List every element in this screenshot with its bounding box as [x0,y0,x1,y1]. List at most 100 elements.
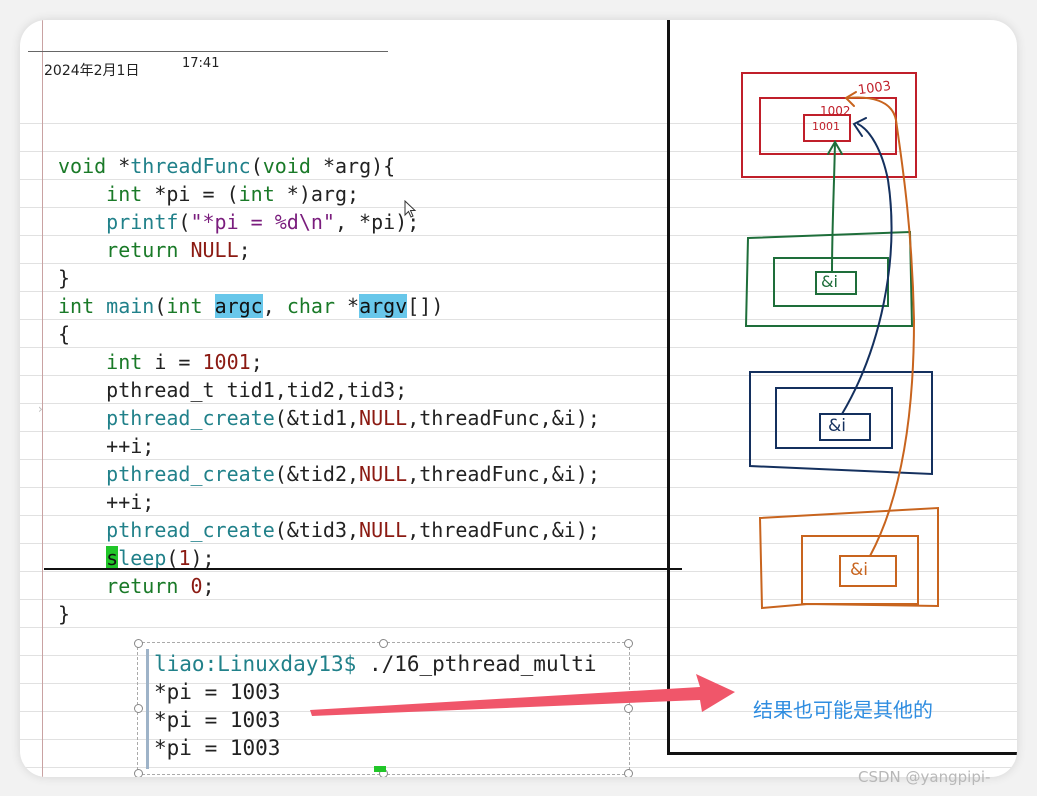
code-token: (&tid3, [274,518,360,542]
code-token: int [106,350,143,374]
code-line: pthread_create(&tid2,NULL,threadFunc,&i)… [58,460,600,488]
code-line: } [58,264,600,292]
notebook-page: 2024年2月1日 17:41 void *threadFunc(void *a… [20,20,1017,777]
ruled-line [20,543,1017,544]
sketch-thread3-box [758,91,939,610]
ruled-line [20,655,1017,656]
code-line: return NULL; [58,236,600,264]
code-token: ; [238,238,251,262]
page-date: 2024年2月1日 [44,63,140,79]
sketch-thread1-box [744,140,914,327]
code-line: int *pi = (int *)arg; [58,180,600,208]
page-time: 17:41 [182,56,220,71]
code-token: ; [250,350,263,374]
resize-handle-top[interactable] [379,639,388,648]
sketch-label-thread2: &i [828,416,846,436]
ruled-line [20,515,1017,516]
watermark: CSDN @yangpipi- [858,768,991,786]
code-token: int [166,294,203,318]
sketch-label-thread1: &i [821,272,838,291]
code-token: ; [202,574,215,598]
code-line: return 0; [58,572,600,600]
ruled-line [20,263,1017,264]
code-token: ,threadFunc,&i); [407,518,600,542]
code-line: void *threadFunc(void *arg){ [58,152,600,180]
sketch-label-1002: 1002 [820,104,851,118]
ruled-line [20,151,1017,152]
code-token: *pi = ( [142,182,239,206]
code-token: (&tid1, [274,406,360,430]
code-token: 0 [190,574,203,598]
code-token: threadFunc [130,154,251,178]
ruled-line [20,291,1017,292]
ruled-line [20,431,1017,432]
code-token: ( [154,294,167,318]
code-line: int main(int argc, char *argv[]) [58,292,600,320]
code-line: { [58,320,600,348]
code-token: { [58,322,71,346]
code-line: printf("*pi = %d\n", *pi); [58,208,600,236]
sketch-label-thread3: &i [850,560,868,580]
resize-handle-right[interactable] [624,704,633,713]
code-token: int [106,182,143,206]
ruled-line [20,599,1017,600]
memory-sketch [741,72,939,610]
code-token: (&tid2, [274,462,360,486]
terminal-prompt: liao:Linuxday13$ [154,652,357,676]
code-token: ( [166,546,179,570]
code-token: * [335,294,360,318]
code-line: ++i; [58,432,600,460]
code-token: pthread_create [106,518,275,542]
code-token: NULL [359,518,408,542]
side-collapse-icon[interactable]: › [38,402,43,416]
ink-divider-vertical [667,20,670,755]
ruled-line [20,459,1017,460]
resize-handle-top-right[interactable] [624,639,633,648]
ruled-line [20,487,1017,488]
resize-handle-bottom-left[interactable] [134,769,143,777]
code-block[interactable]: void *threadFunc(void *arg){ int *pi = (… [58,152,600,628]
sketch-thread2-box [749,117,933,476]
terminal-output: liao:Linuxday13$ ./16_pthread_multi*pi =… [154,650,597,762]
code-token: void [58,154,107,178]
ruled-line [20,767,1017,768]
code-token: *arg){ [310,154,396,178]
ruled-line [20,683,1017,684]
ruled-line [20,179,1017,180]
ruled-line [20,571,1017,572]
annotation-note: 结果也可能是其他的 [753,698,933,722]
code-token: NULL [359,406,408,430]
terminal-output-line: *pi = 1003 [154,680,281,704]
code-token: main [106,294,155,318]
code-token: int [58,294,95,318]
page-margin-line [42,20,43,777]
resize-handle-bottom-right[interactable] [624,769,633,777]
ruled-line [20,403,1017,404]
code-token: *)arg; [274,182,360,206]
code-token: 1001 [202,350,251,374]
code-token: pthread_t tid1,tid2,tid3; [58,378,408,402]
code-token: return [106,238,179,262]
code-token: ,threadFunc,&i); [407,462,600,486]
code-line: pthread_create(&tid3,NULL,threadFunc,&i)… [58,516,600,544]
code-token: void [262,154,311,178]
code-token: char [286,294,335,318]
resize-handle-left[interactable] [134,704,143,713]
resize-handle-top-left[interactable] [134,639,143,648]
terminal-left-bar [146,649,149,769]
ink-divider-bottom [667,752,1017,755]
code-token: ); [190,546,215,570]
code-line: pthread_t tid1,tid2,tid3; [58,376,600,404]
ruled-line [20,739,1017,740]
ruled-line [20,123,1017,124]
ruled-line [20,235,1017,236]
code-token: , [262,294,287,318]
code-token: []) [407,294,444,318]
code-token: "*pi = %d\n" [190,210,335,234]
code-token: i = [142,350,203,374]
code-line: } [58,600,600,628]
code-token: s [106,546,119,570]
code-token: argv [359,294,408,318]
code-token: NULL [359,462,408,486]
code-token: pthread_create [106,406,275,430]
